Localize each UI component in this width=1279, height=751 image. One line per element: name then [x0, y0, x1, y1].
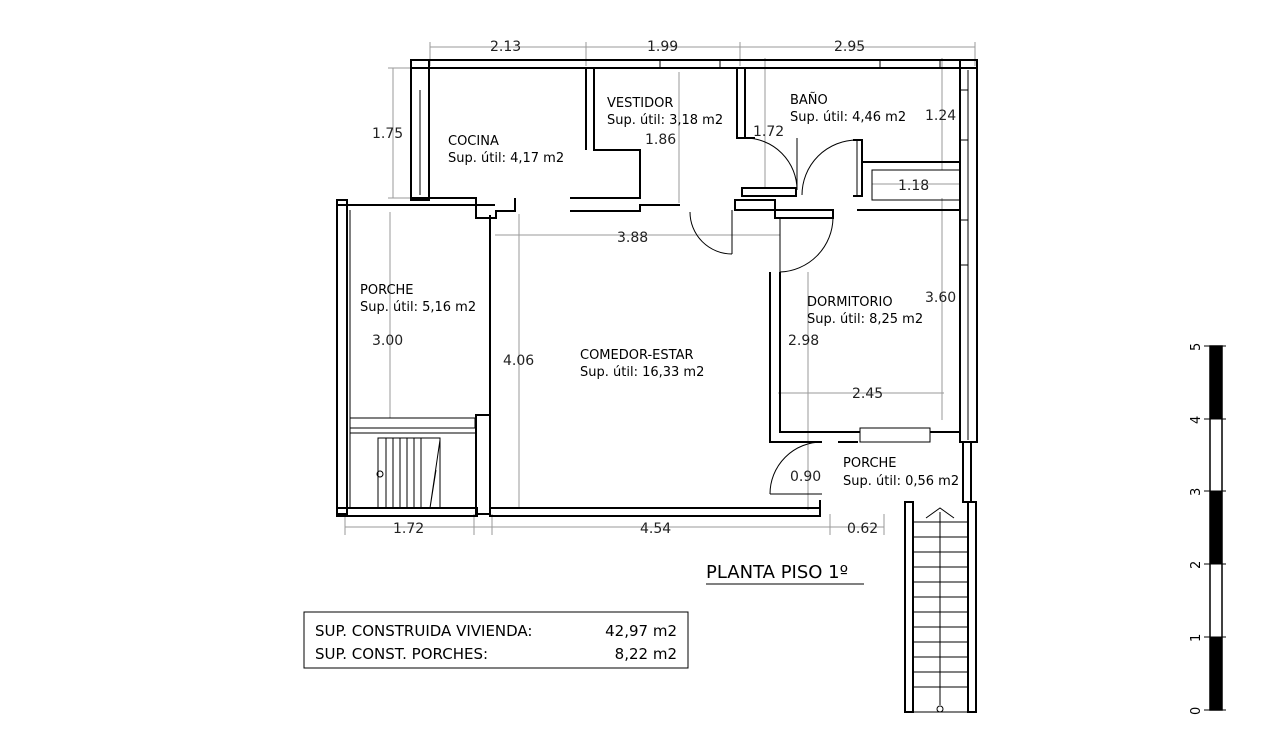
room-area-porche-small: Sup. útil: 0,56 m2: [843, 474, 959, 489]
room-name-comedor: COMEDOR-ESTAR: [580, 348, 694, 363]
room-area-comedor: Sup. útil: 16,33 m2: [580, 365, 704, 380]
dim-bottom-3: 0.62: [847, 521, 878, 537]
dimension-labels: 2.13 1.99 2.95 1.75 1.86 1.72 1.24 1.18 …: [372, 39, 956, 537]
dim-porche-small-h: 0.90: [790, 469, 821, 485]
summary-label-porches: SUP. CONST. PORCHES:: [315, 645, 488, 663]
dim-right-h: 3.60: [925, 290, 956, 306]
scale-tick-2: 2: [1189, 561, 1204, 569]
doors: [689, 137, 858, 495]
dim-door-w: 1.72: [753, 124, 784, 140]
dim-bano-h: 1.24: [925, 108, 956, 124]
dim-top-1: 2.13: [490, 39, 521, 55]
room-area-vestidor: Sup. útil: 3,18 m2: [607, 113, 723, 128]
stairs-left: [376, 437, 441, 509]
walls: [336, 59, 978, 713]
dim-comedor-w: 3.88: [617, 230, 648, 246]
dim-dorm-h: 2.98: [788, 333, 819, 349]
room-area-dormitorio: Sup. útil: 8,25 m2: [807, 312, 923, 327]
stairs-right: [913, 507, 968, 713]
surface-summary-box: SUP. CONSTRUIDA VIVIENDA: 42,97 m2 SUP. …: [303, 611, 689, 669]
plan-title: PLANTA PISO 1º: [706, 562, 848, 583]
room-area-cocina: Sup. útil: 4,17 m2: [448, 151, 564, 166]
dim-top-3: 2.95: [834, 39, 865, 55]
dim-dorm-w: 2.45: [852, 386, 883, 402]
scale-tick-0: 0: [1189, 707, 1204, 715]
room-area-bano: Sup. útil: 4,46 m2: [790, 110, 906, 125]
room-labels: COCINA Sup. útil: 4,17 m2 VESTIDOR Sup. …: [360, 92, 959, 489]
scale-tick-4: 4: [1189, 416, 1204, 424]
dim-porche-h: 3.00: [372, 333, 403, 349]
scale-tick-3: 3: [1189, 488, 1204, 496]
dim-top-2: 1.99: [647, 39, 678, 55]
summary-value-vivienda: 42,97 m2: [605, 622, 677, 640]
summary-label-vivienda: SUP. CONSTRUIDA VIVIENDA:: [315, 622, 532, 640]
room-name-porche-left: PORCHE: [360, 283, 414, 298]
room-name-dormitorio: DORMITORIO: [807, 295, 893, 310]
room-area-porche-left: Sup. útil: 5,16 m2: [360, 300, 476, 315]
room-name-vestidor: VESTIDOR: [607, 96, 673, 111]
dim-closet-w: 1.18: [898, 178, 929, 194]
dim-bottom-2: 4.54: [640, 521, 671, 537]
scale-tick-1: 1: [1189, 634, 1204, 642]
scale-bar: 0 1 2 3 4 5: [1189, 343, 1226, 715]
dim-vestidor-h: 1.86: [645, 132, 676, 148]
room-name-cocina: COCINA: [448, 134, 499, 149]
summary-value-porches: 8,22 m2: [615, 645, 677, 663]
scale-tick-5: 5: [1189, 343, 1204, 351]
dim-comedor-h: 4.06: [503, 353, 534, 369]
room-name-porche-small: PORCHE: [843, 456, 897, 471]
dim-left-1: 1.75: [372, 126, 403, 142]
dim-bottom-1: 1.72: [393, 521, 424, 537]
room-name-bano: BAÑO: [790, 92, 828, 108]
